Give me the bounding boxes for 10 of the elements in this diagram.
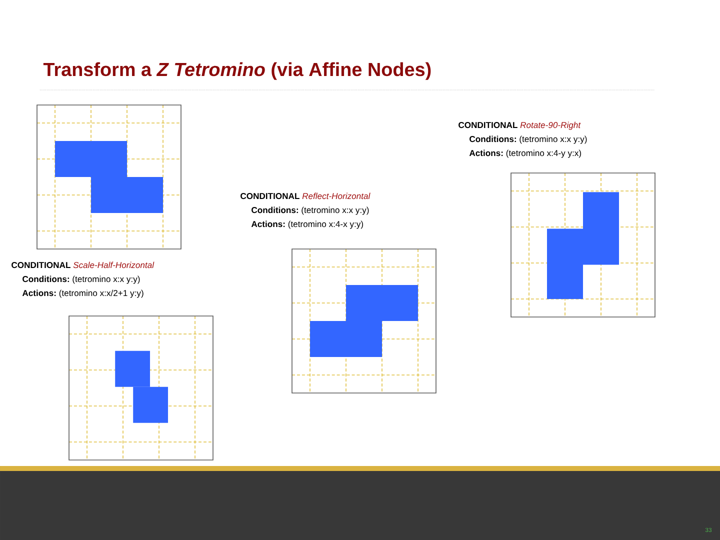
conditions-line: Conditions: (tetromino x:x y:y) bbox=[22, 276, 140, 284]
actions-line: Actions: (tetromino x:4-y y:x) bbox=[469, 150, 582, 158]
title: Transform a Z Tetromino (via Affine Nodes) bbox=[43, 62, 431, 80]
rule-heading: CONDITIONAL Rotate-90-Right bbox=[458, 122, 581, 130]
conditions-line: Conditions: (tetromino x:x y:y) bbox=[252, 206, 369, 215]
actions-line: Actions: (tetromino x:4-x y:y) bbox=[251, 220, 364, 229]
conditions-line: Conditions: (tetromino x:x y:y) bbox=[470, 136, 587, 144]
rule-heading: CONDITIONAL Scale-Half-Horizontal bbox=[12, 262, 154, 268]
actions-line: Actions: (tetromino x:x/2+1 y:y) bbox=[22, 290, 144, 298]
rule-heading: CONDITIONAL Reflect-Horizontal bbox=[240, 192, 370, 200]
